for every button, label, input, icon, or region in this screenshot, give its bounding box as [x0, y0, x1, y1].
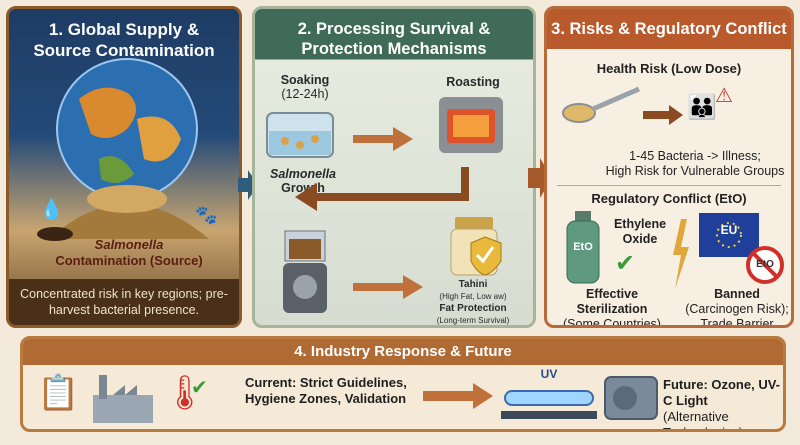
panel-global-supply: 1. Global Supply & Source Contamination … — [6, 6, 242, 328]
tahini-label: Tahini — [458, 279, 488, 290]
effective-label: Effective Sterilization(Some Countries) — [563, 287, 661, 328]
panel2-title: 2. Processing Survival & Protection Mech… — [297, 20, 491, 58]
grinder-icon — [283, 230, 327, 313]
globe-illustration — [49, 58, 209, 239]
panel4-title: 4. Industry Response & Future — [23, 339, 783, 365]
thermometer-icon: 🌡 — [163, 374, 207, 412]
panel1-title: 1. Global Supply & Source Contamination — [33, 20, 215, 60]
arrow-grind-to-tahini-icon — [353, 275, 423, 299]
tahini-note: (High Fat, Low aw) — [439, 292, 507, 301]
health-text: 1-45 Bacteria -> Illness;High Risk for V… — [605, 149, 785, 178]
panel-risks: 3. Risks & Regulatory Conflict Health Ri… — [544, 6, 794, 328]
factory-icon — [93, 375, 153, 423]
roasting-label: Roasting — [446, 75, 500, 89]
soaking-label: Soaking(12-24h) — [280, 73, 330, 101]
future-block: Future: Ozone, UV-C Light(Alternative Te… — [663, 377, 780, 429]
check-circle-icon: ✔ — [191, 377, 208, 399]
checklist-icon: 📋 — [37, 374, 80, 412]
soil-icon — [37, 227, 73, 241]
tahini-jar-icon — [450, 217, 502, 276]
health-risk-title: Health Risk (Low Dose) — [596, 61, 742, 76]
panel-industry-response: 4. Industry Response & Future 📋 🌡 ✔ Curr… — [20, 336, 786, 432]
eto-canister-icon — [566, 211, 600, 284]
oven-icon — [439, 97, 503, 153]
divider — [557, 185, 781, 186]
current-text: Current: Strict Guidelines, Hygiene Zone… — [245, 375, 407, 406]
ban-eto-icon — [746, 246, 784, 284]
vulnerable-groups-icon: 👪 — [687, 94, 717, 121]
paw-prints-icon: 🐾 — [195, 205, 218, 225]
arrow-soak-to-roast-icon — [353, 127, 413, 151]
arrow-spoon-to-people-icon — [643, 105, 683, 125]
eu-flag-icon — [699, 213, 759, 257]
fat-note: (Long-term Survival) — [436, 316, 510, 325]
checkmark-icon: ✔ — [615, 250, 636, 277]
panel3-title: 3. Risks & Regulatory Conflict — [547, 9, 791, 49]
uv-lamp-icon — [501, 390, 597, 419]
ethylene-label: Ethylene Oxide — [613, 217, 667, 246]
spoon-icon — [562, 86, 640, 123]
uv-label: UV — [540, 367, 558, 381]
tahini-block: Tahini (High Fat, Low aw) Fat Protection… — [413, 279, 533, 325]
eu-label: EU — [720, 223, 738, 237]
arrow-roast-to-grind-icon — [295, 167, 469, 211]
ozone-generator-icon — [604, 376, 658, 420]
arrow-current-to-future-icon — [423, 383, 493, 409]
water-drops-icon: 💧 — [39, 199, 64, 221]
fat-protection-label: Fat Protection — [439, 303, 507, 314]
eto-label: EtO — [573, 241, 593, 253]
soaking-bowl-icon — [266, 112, 334, 158]
panel-processing: 2. Processing Survival & Protection Mech… — [252, 6, 536, 328]
ban-eto-label: EtO — [756, 259, 774, 270]
regulatory-title: Regulatory Conflict (EtO) — [591, 191, 747, 206]
warning-icon: ⚠ — [715, 85, 733, 107]
lightning-icon — [673, 219, 689, 289]
banned-label: Banned(Carcinogen Risk); Trade Barrier — [685, 287, 789, 328]
panel1-footer: Concentrated risk in key regions; pre-ha… — [9, 279, 239, 325]
